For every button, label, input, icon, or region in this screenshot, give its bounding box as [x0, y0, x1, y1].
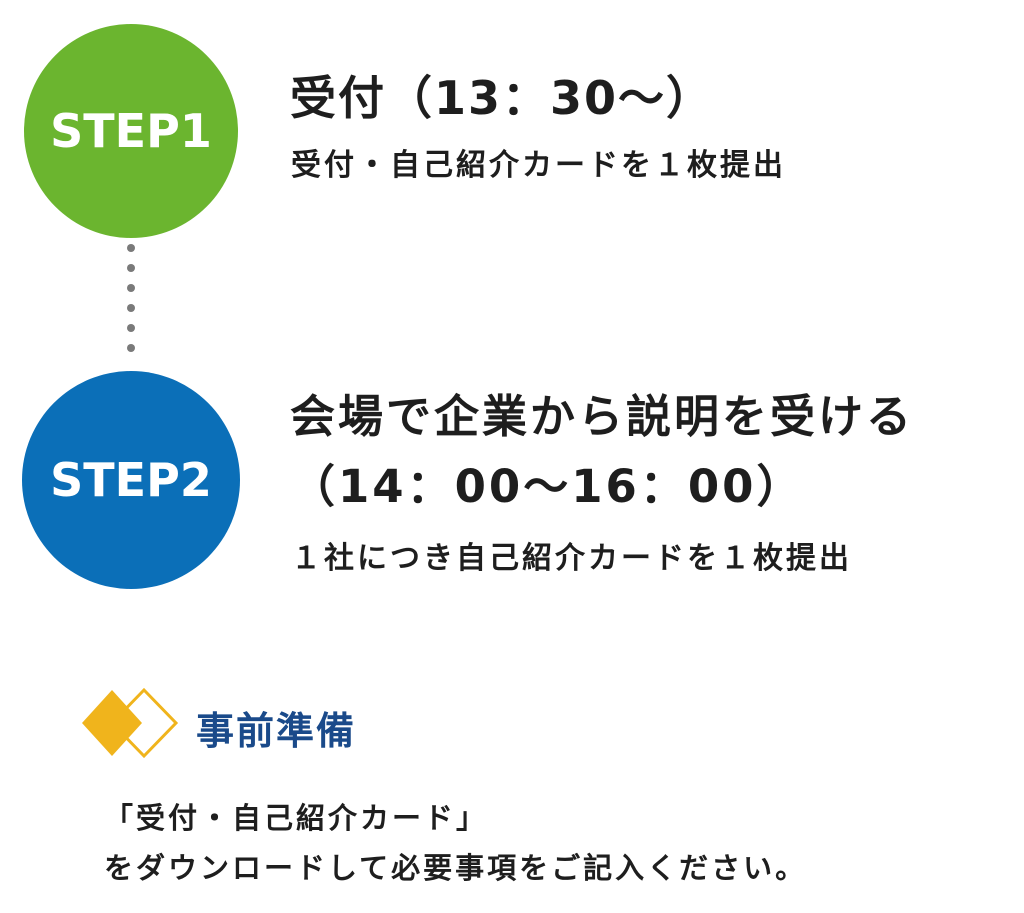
outline-diamond	[109, 687, 179, 759]
connector-dot	[127, 324, 135, 332]
step1-badge-label: STEP1	[50, 104, 212, 158]
step1-badge: STEP1	[24, 24, 238, 238]
preparation-text-line2: をダウンロードして必要事項をご記入ください。	[104, 851, 808, 885]
step2-badge-label: STEP2	[50, 453, 212, 507]
preparation-heading: 事前準備	[196, 709, 357, 753]
step1-title: 受付（13：30～）	[290, 71, 715, 125]
step2-badge: STEP2	[22, 371, 240, 589]
preparation-text-line1: 「受付・自己紹介カード」	[104, 801, 489, 835]
connector-dot	[127, 344, 135, 352]
step1-subtitle: 受付・自己紹介カードを１枚提出	[291, 148, 786, 183]
connector-dot	[127, 304, 135, 312]
connector-dot	[127, 284, 135, 292]
step2-subtitle: １社につき自己紹介カードを１枚提出	[291, 541, 852, 576]
double-diamond-icon	[82, 687, 179, 759]
step-connector	[127, 240, 135, 372]
connector-dot	[127, 244, 135, 252]
step2-title-line1: 会場で企業から説明を受ける	[290, 390, 915, 443]
step2-title-line2: （14：00～16：00）	[290, 460, 805, 513]
connector-dot	[127, 264, 135, 272]
